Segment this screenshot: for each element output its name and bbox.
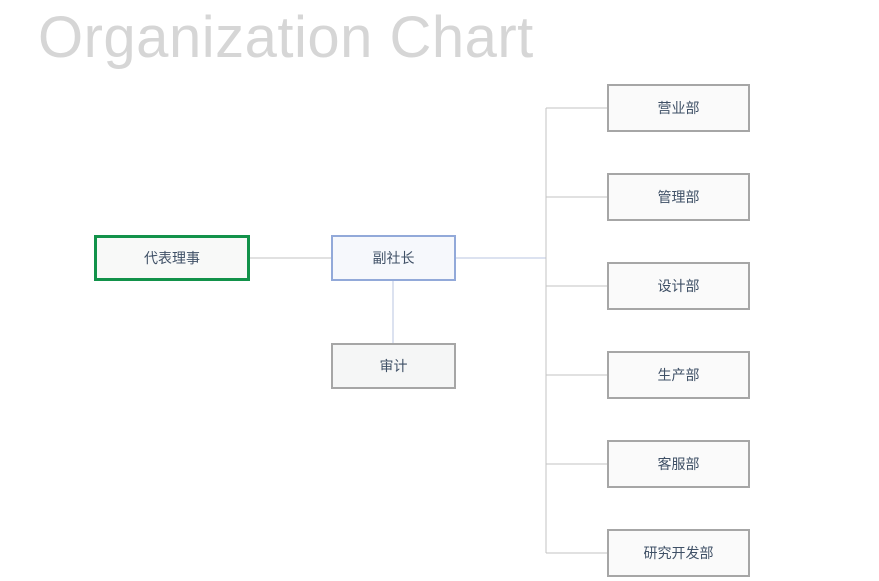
node-label: 生产部 [657,366,700,383]
node-customer-service-department[interactable]: 客服部 [607,440,750,488]
node-label: 客服部 [657,455,700,472]
node-sales-department[interactable]: 营业部 [607,84,750,132]
node-design-department[interactable]: 设计部 [607,262,750,310]
node-representative-director[interactable]: 代表理事 [94,235,250,281]
node-audit[interactable]: 审计 [331,343,456,389]
node-label: 审计 [379,357,408,374]
node-label: 代表理事 [144,249,200,266]
page-title: Organization Chart [38,5,534,70]
node-label: 副社长 [372,249,415,266]
node-research-development-department[interactable]: 研究开发部 [607,529,750,577]
node-label: 营业部 [657,99,700,116]
node-label: 管理部 [657,188,700,205]
node-management-department[interactable]: 管理部 [607,173,750,221]
node-label: 研究开发部 [643,544,714,561]
node-label: 设计部 [657,277,700,294]
node-vice-president[interactable]: 副社长 [331,235,456,281]
node-production-department[interactable]: 生产部 [607,351,750,399]
